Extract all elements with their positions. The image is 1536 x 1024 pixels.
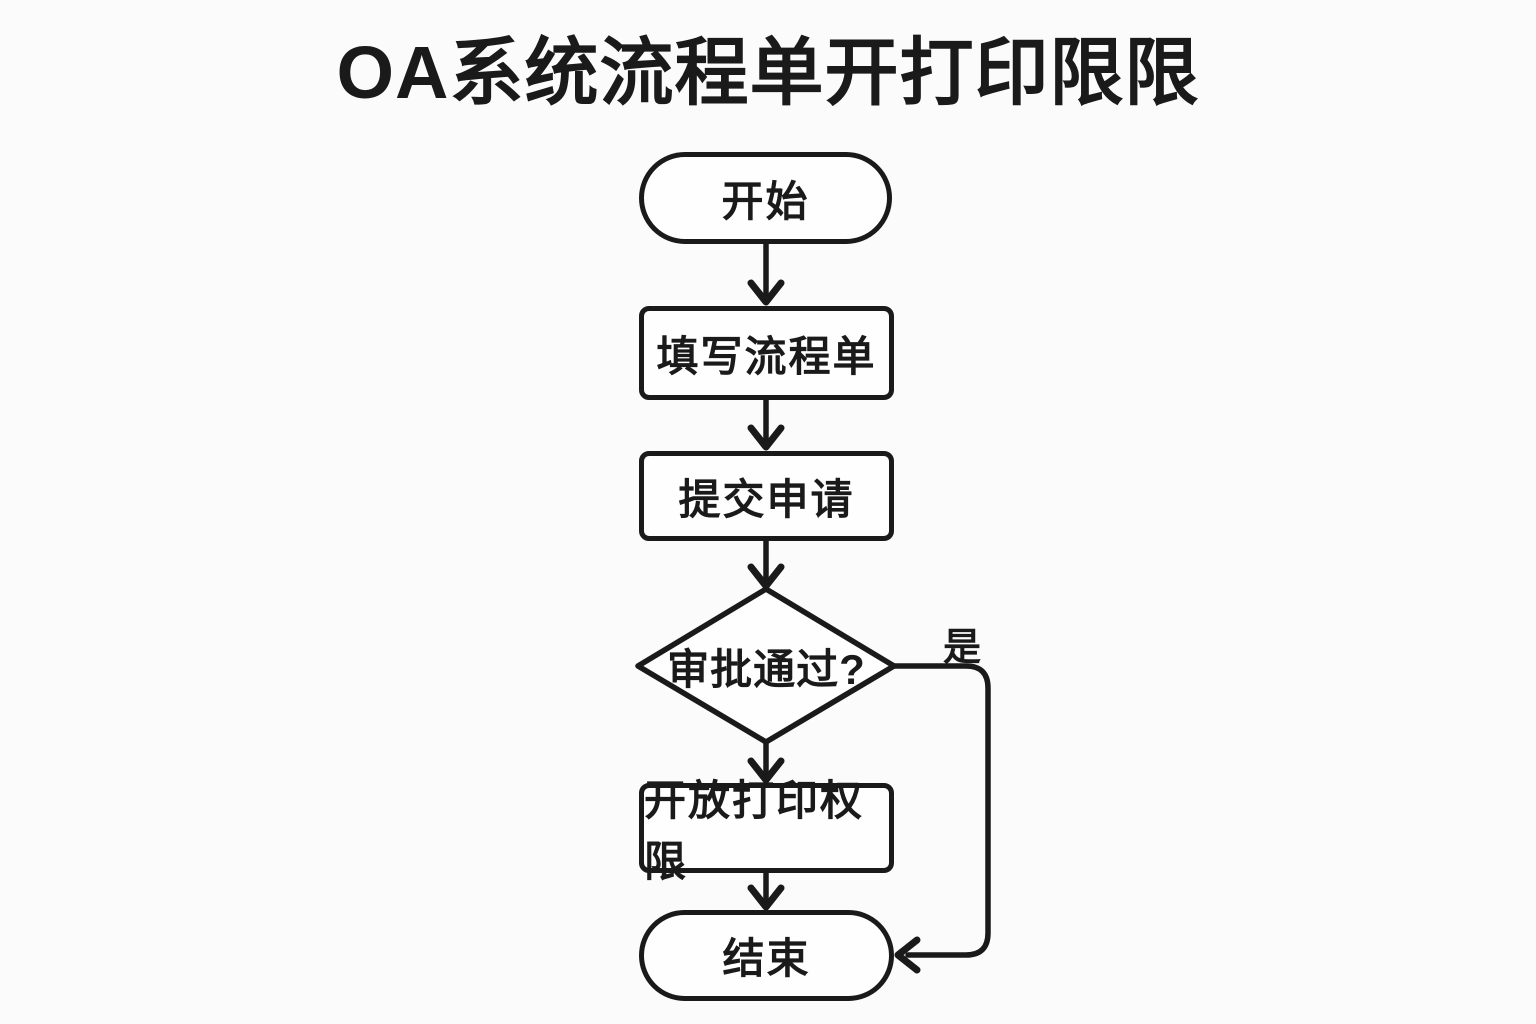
flow-node-decision-label: 审批通过? [667, 645, 866, 693]
flow-node-submit-application-label: 提交申请 [678, 475, 855, 523]
connector-decision-end-yes [891, 663, 991, 958]
flow-node-end: 结束 [639, 910, 894, 1001]
flow-node-grant-print-permission: 开放打印权限 [639, 777, 894, 885]
flow-node-grant-print-permission-label: 开放打印权限 [644, 777, 865, 885]
decision-diamond-shape [635, 586, 897, 745]
arrowhead-grant-end [747, 884, 785, 911]
edge-label-yes: 是 [942, 627, 981, 669]
arrowhead-submit-decision [747, 563, 785, 590]
flow-node-start-label: 开始 [721, 177, 810, 225]
flow-node-fill-form: 填写流程单 [639, 306, 894, 400]
arrowhead-fill-submit [747, 424, 785, 451]
arrowhead-start-fill [747, 279, 785, 306]
arrowhead-decision-end-yes [894, 936, 921, 974]
flow-node-end-label: 结束 [722, 935, 811, 982]
flow-node-decision: 审批通过? [639, 630, 894, 702]
arrowhead-decision-grant [747, 757, 785, 784]
flow-node-fill-form-label: 填写流程单 [656, 332, 877, 380]
page-title: OA系统流程单开打印限限 [336, 31, 1200, 114]
flow-node-start: 开始 [639, 152, 892, 244]
flow-node-submit-application: 提交申请 [639, 451, 894, 541]
